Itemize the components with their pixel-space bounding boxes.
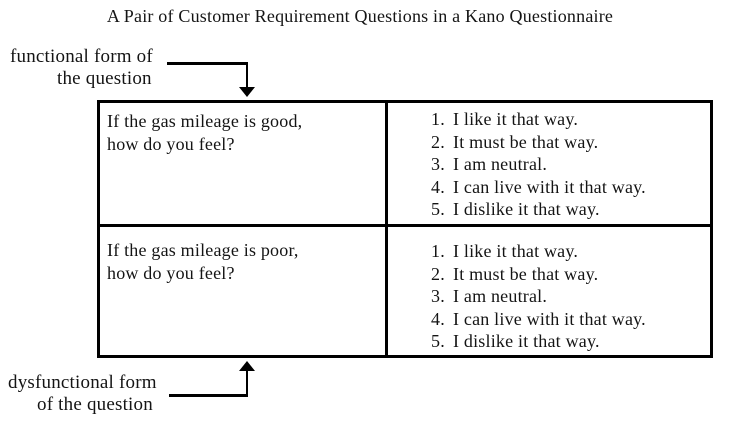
option-item: 2. It must be that way. [431, 263, 710, 286]
functional-form-label-line2: the question [57, 67, 152, 89]
arrow-up-icon [238, 361, 255, 371]
dysfunctional-connector-horizontal-line [169, 394, 248, 397]
option-item: 5. I dislike it that way. [431, 198, 710, 221]
question-line: If the gas mileage is good, [107, 111, 303, 131]
kano-question-table: If the gas mileage is good, how do you f… [97, 100, 713, 358]
option-number: 5. [431, 331, 445, 351]
dysfunctional-answer-options-cell: 1. I like it that way. 2. It must be tha… [388, 227, 710, 355]
dysfunctional-question-cell: If the gas mileage is poor, how do you f… [100, 227, 388, 355]
figure-title: A Pair of Customer Requirement Questions… [106, 6, 614, 26]
option-item: 1. I like it that way. [431, 240, 710, 263]
option-number: 4. [431, 308, 445, 329]
option-item: 4. I can live with it that way. [431, 176, 710, 199]
option-number: 2. [431, 263, 445, 284]
question-line: If the gas mileage is poor, [107, 240, 299, 260]
functional-answer-options-cell: 1. I like it that way. 2. It must be tha… [388, 103, 710, 227]
option-text: I am neutral. [453, 154, 548, 174]
option-number: 5. [431, 199, 445, 219]
option-number: 4. [431, 176, 445, 197]
arrow-down-icon [238, 87, 255, 97]
option-item: 4. I can live with it that way. [431, 308, 710, 331]
dysfunctional-connector-vertical-line [245, 371, 248, 395]
functional-connector-vertical-line [245, 62, 248, 88]
dysfunctional-form-label-line2: of the question [37, 393, 153, 415]
dysfunctional-form-label-line1: dysfunctional form [8, 372, 157, 393]
option-item: 2. It must be that way. [431, 131, 710, 154]
option-number: 1. [431, 241, 445, 261]
option-text: I can live with it that way. [453, 308, 646, 329]
functional-form-label-line1: functional form of [10, 46, 153, 67]
question-line: how do you feel? [107, 134, 235, 154]
option-text: I can live with it that way. [453, 176, 646, 197]
option-number: 1. [431, 109, 445, 129]
option-item: 1. I like it that way. [431, 108, 710, 131]
option-text: I dislike it that way. [453, 331, 600, 351]
option-number: 3. [431, 286, 445, 306]
functional-question-cell: If the gas mileage is good, how do you f… [100, 103, 388, 227]
option-number: 2. [431, 131, 445, 152]
option-text: I dislike it that way. [453, 199, 600, 219]
question-line: how do you feel? [107, 263, 235, 283]
option-item: 3. I am neutral. [431, 285, 710, 308]
option-text: I like it that way. [453, 241, 579, 261]
functional-form-label: functional form of the question [10, 46, 153, 89]
option-text: It must be that way. [453, 263, 599, 284]
option-item: 5. I dislike it that way. [431, 330, 710, 353]
option-text: I like it that way. [453, 109, 579, 129]
option-number: 3. [431, 154, 445, 174]
option-text: It must be that way. [453, 131, 599, 152]
option-text: I am neutral. [453, 286, 548, 306]
dysfunctional-form-label: dysfunctional form of the question [8, 372, 157, 415]
functional-connector-horizontal-line [167, 62, 248, 65]
option-item: 3. I am neutral. [431, 153, 710, 176]
